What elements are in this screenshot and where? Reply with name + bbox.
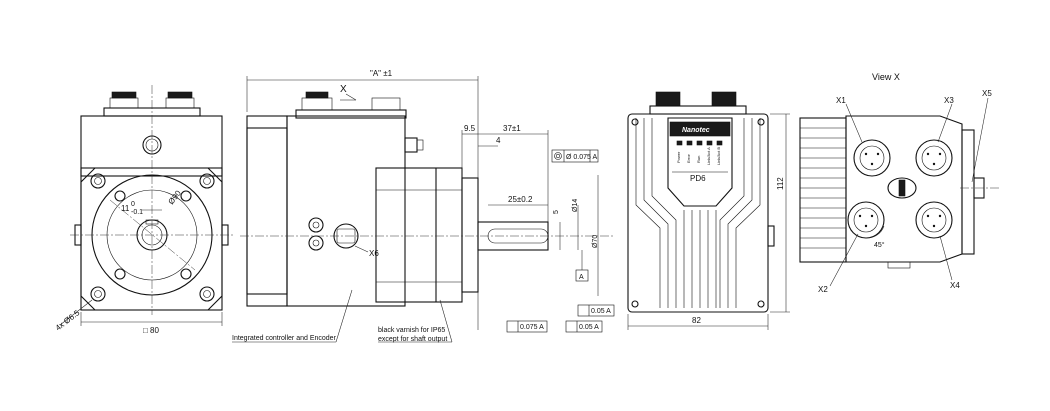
connector-x1 [853,139,891,177]
front-view: 11 0 -0.1 Ø90 4x Ø6.5 □ 80 [54,85,235,335]
side-housing [246,115,288,307]
led-label-link-b: Link/Act B [716,147,721,165]
led-label-error: Error [686,153,691,163]
dim-14: Ø14 [572,199,579,212]
connector-x2 [847,201,885,239]
x5-label: X5 [982,89,992,98]
dim-9-5: 9.5 [464,124,476,133]
dim-4: 4 [496,136,501,145]
holes-label: 4x Ø6.5 [54,308,82,333]
view-x: View X [799,72,1000,294]
dim-70: Ø70 [592,235,599,248]
runout-label: 0.05 A [591,308,611,315]
datum-a: A [579,274,584,281]
concentricity-label: Ø 0.075 A [566,154,597,161]
controller-body [627,113,769,313]
x2-label: X2 [818,285,828,294]
perpendicularity-label: 0.075 A [520,324,544,331]
dim-11-label: 11 [121,204,130,213]
brand-label: Nanotec [682,127,710,134]
symmetry-label: 0.05 A [579,324,599,331]
x-marker-label: X [340,84,347,95]
dim-a-label: "A" ±1 [370,69,393,78]
dim-11-tol-bot: -0.1 [131,209,143,216]
cooling-fins [635,118,761,308]
dim-25: 25±0.2 [508,195,533,204]
varnish-label-2: except for shaft output [378,336,447,343]
angle-45-label: 45° [874,241,885,249]
dim-11-tol-top: 0 [131,201,135,208]
connector-x3 [915,139,953,177]
view-x-fins [799,117,847,263]
connector-x4 [915,201,953,239]
led-label-run: Run [696,156,701,163]
integrated-controller-label: Integrated controller and Encoder [232,335,337,342]
view-x-title: View X [872,72,900,82]
x6-label: X6 [369,249,379,258]
square-80-label: □ 80 [143,326,160,335]
dim-5: 5 [553,210,560,214]
controller-view: Nanotec Power Error Run Link/Act A Link/… [627,91,790,330]
model-label: PD6 [690,174,706,183]
x1-label: X1 [836,96,846,105]
front-housing [80,115,223,177]
dim-112: 112 [776,177,785,190]
led-label-link-a: Link/Act A [706,147,711,165]
status-leds: Power Error Run Link/Act A Link/Act B [676,140,723,165]
varnish-label-1: black varnish for IP65 [378,327,445,334]
mounting-holes [90,173,215,302]
led-label-power: Power [676,151,681,163]
dim-82: 82 [692,316,701,325]
side-view: "A" ±1 X X6 9.5 [232,69,615,343]
x4-label: X4 [950,281,960,290]
x3-label: X3 [944,96,954,105]
dim-37: 37±1 [503,124,521,133]
